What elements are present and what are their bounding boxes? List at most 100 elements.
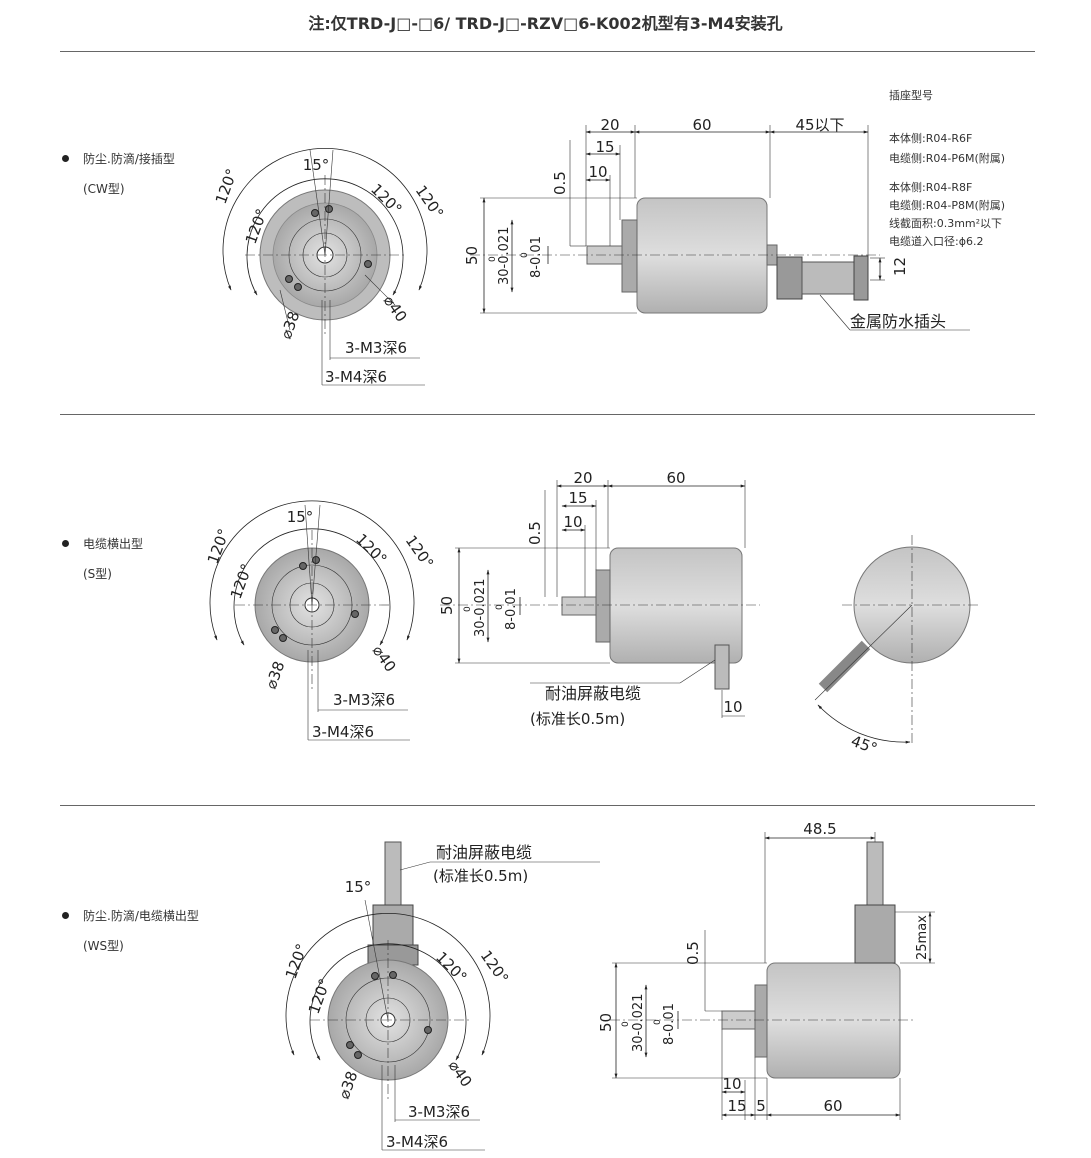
angle-label: 15° xyxy=(287,508,314,526)
dim-label: 15 xyxy=(595,138,614,156)
socket-note: 线截面积:0.3mm²以下 xyxy=(889,217,1003,230)
section-name: 防尘.防滴/电缆横出型 xyxy=(83,909,199,923)
encoder-body xyxy=(636,197,768,314)
socket-note: 本体侧:R04-R6F xyxy=(889,132,973,145)
connector-end xyxy=(853,255,869,301)
angle-label: 120° xyxy=(212,166,241,206)
dim-label: 50 xyxy=(463,246,481,265)
side-view-cw: 20 60 45以下 15 10 0.5 50 30-0.021 0 8-0.0… xyxy=(463,116,970,331)
dim-label: 0 xyxy=(621,1021,631,1027)
section-type: (S型) xyxy=(83,567,112,581)
dim-label: 25max xyxy=(915,915,930,960)
socket-note: 本体侧:R04-R8F xyxy=(889,181,973,194)
mount-hole xyxy=(311,209,319,217)
dim-label: 30-0.021 xyxy=(497,227,512,285)
bullet-icon xyxy=(62,912,69,919)
mount-hole xyxy=(285,275,293,283)
angle-label: 15° xyxy=(345,878,372,896)
mount-hole xyxy=(325,205,333,213)
encoder-body xyxy=(766,962,901,1079)
dim-label: 45以下 xyxy=(795,116,844,134)
shaft xyxy=(561,596,597,616)
connector-body xyxy=(801,261,855,295)
hole-label: 3-M3深6 xyxy=(333,691,395,709)
side-view-s: 20 60 15 10 0.5 50 30-0.021 0 8-0.01 0 1… xyxy=(438,469,760,728)
connector-nut xyxy=(776,256,803,300)
dim-label: 60 xyxy=(666,469,685,487)
dim-label: 0.5 xyxy=(684,941,702,965)
connector-label: 金属防水插头 xyxy=(850,312,946,331)
cable xyxy=(714,644,730,690)
side-view-ws: 48.5 0.5 50 30-0.021 0 8-0.01 0 25max 10… xyxy=(597,820,935,1120)
separator xyxy=(60,414,1035,415)
dim-label: 30-0.021 xyxy=(473,579,488,637)
cable-length-label: (标准长0.5m) xyxy=(433,867,528,885)
angle-label: 120° xyxy=(227,561,256,601)
dim-label: 15 xyxy=(568,489,587,507)
hole-label: 3-M4深6 xyxy=(325,368,387,386)
dim-label: 60 xyxy=(823,1097,842,1115)
diameter-label: ⌀38 xyxy=(262,659,289,692)
socket-note: 电缆侧:R04-P6M(附属) xyxy=(889,152,1006,165)
bullet-icon xyxy=(62,155,69,162)
back-view-s: 45° xyxy=(814,535,980,758)
dim-label: 0.5 xyxy=(526,521,544,545)
dim-label: 0 xyxy=(520,252,530,258)
separator xyxy=(60,805,1035,806)
hole-label: 3-M3深6 xyxy=(408,1103,470,1121)
front-view-s: 15° 120° 120° 120° 120° ⌀38 ⌀40 3-M3深6 3… xyxy=(204,500,437,741)
flange xyxy=(621,219,638,293)
dim-label: 8-0.01 xyxy=(662,1003,677,1045)
angle-label: 120° xyxy=(204,526,233,566)
dim-label: 20 xyxy=(600,116,619,134)
angle-label: 15° xyxy=(303,156,330,174)
diameter-label: ⌀38 xyxy=(277,309,304,342)
dim-label: 0 xyxy=(653,1019,663,1025)
diameter-label: ⌀40 xyxy=(445,1057,476,1090)
dim-label: 0 xyxy=(463,606,473,612)
dim-label: 10 xyxy=(588,163,607,181)
dim-label: 30-0.021 xyxy=(631,994,646,1052)
dim-label: 0 xyxy=(495,604,505,610)
dim-label: 0 xyxy=(488,256,498,262)
angle-label: 120° xyxy=(432,948,470,986)
dim-label: 0.5 xyxy=(551,171,569,195)
diameter-label: ⌀40 xyxy=(369,642,400,675)
mount-hole xyxy=(294,283,302,291)
hole-label: 3-M3深6 xyxy=(345,339,407,357)
dim-label: 12 xyxy=(891,257,909,276)
dim-label: 60 xyxy=(692,116,711,134)
dim-label: 15 xyxy=(727,1097,746,1115)
dim-label: 48.5 xyxy=(803,820,836,838)
dim-label: 50 xyxy=(438,596,456,615)
angle-label: 45° xyxy=(849,732,880,758)
socket-title: 插座型号 xyxy=(889,89,933,102)
front-view-cw: 15° 120° 120° 120° 120° ⌀38 ⌀40 3-M3深6 3… xyxy=(212,148,447,386)
socket-note: 电缆道入口径:ϕ6.2 xyxy=(889,235,984,248)
section-name: 电缆横出型 xyxy=(83,537,144,551)
hole-label: 3-M4深6 xyxy=(386,1133,448,1151)
page-title: 注:仅TRD-J□-□6/ TRD-J□-RZV□6-K002机型有3-M4安装… xyxy=(308,14,783,33)
angle-label: 120° xyxy=(412,182,447,222)
mount-hole xyxy=(364,260,372,268)
angle-label: 120° xyxy=(477,947,512,987)
diameter-label: ⌀40 xyxy=(380,292,411,325)
dim-label: 8-0.01 xyxy=(529,236,544,278)
diameter-label: ⌀38 xyxy=(335,1069,362,1102)
cable-gland xyxy=(854,904,896,964)
dim-label: 8-0.01 xyxy=(504,588,519,630)
angle-label: 120° xyxy=(352,530,390,568)
cable xyxy=(866,841,884,913)
dim-label: 10 xyxy=(722,1075,741,1093)
dim-label: 50 xyxy=(597,1013,615,1032)
dim-label: 10 xyxy=(563,513,582,531)
separator xyxy=(60,51,1035,52)
bullet-icon xyxy=(62,540,69,547)
cable-label: 耐油屏蔽电缆 xyxy=(545,684,641,703)
dim-label: 5 xyxy=(756,1097,766,1115)
angle-label: 120° xyxy=(282,941,311,981)
dim-label: 20 xyxy=(573,469,592,487)
cable-length-label: (标准长0.5m) xyxy=(530,710,625,728)
socket-note: 电缆侧:R04-P8M(附属) xyxy=(889,199,1006,212)
